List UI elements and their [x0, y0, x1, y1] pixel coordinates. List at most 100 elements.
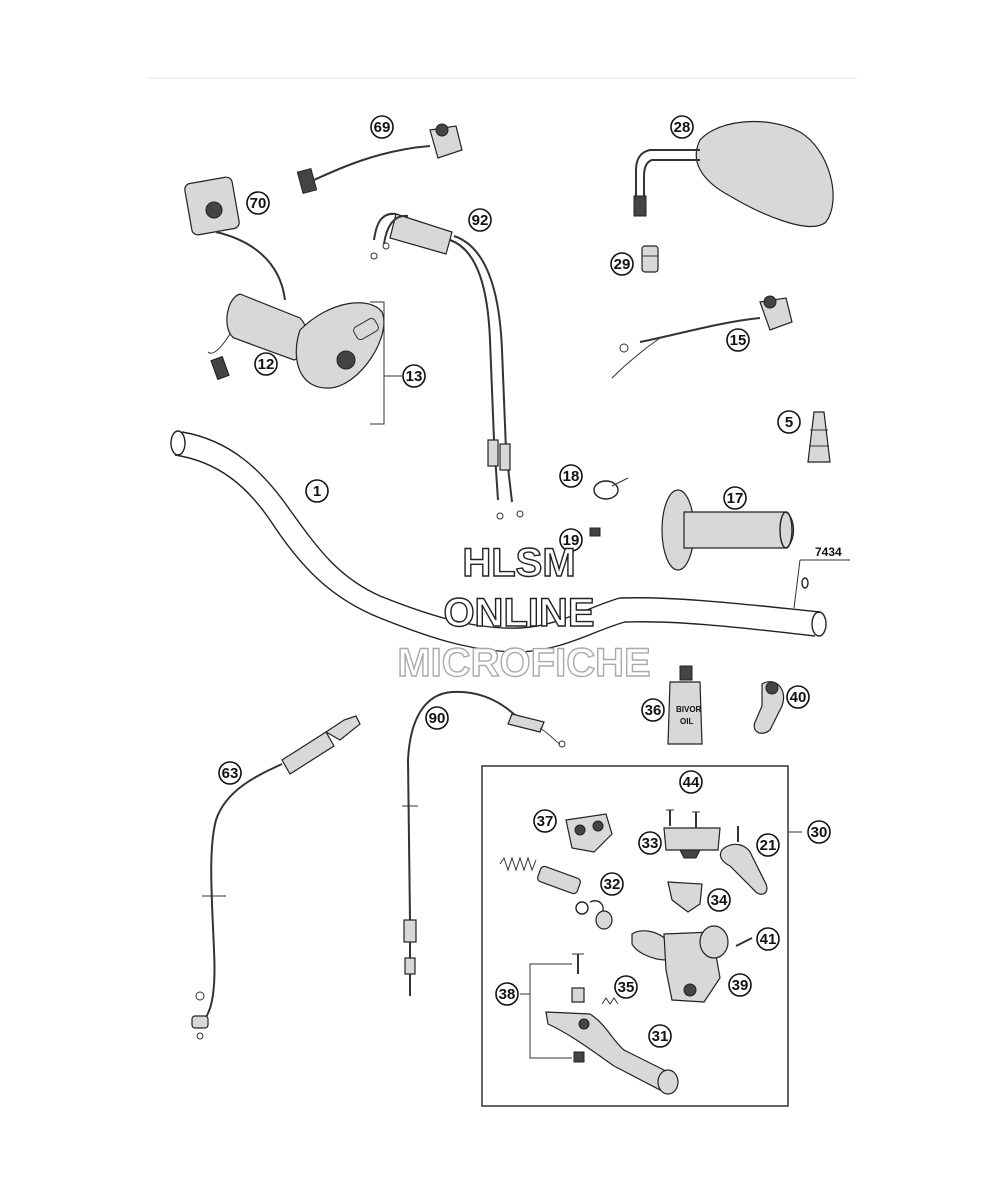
handlebar	[170, 430, 827, 653]
piston-32	[499, 856, 613, 930]
callout-number: 70	[250, 195, 267, 212]
callout-90: 90	[425, 706, 449, 730]
callout-92: 92	[468, 208, 492, 232]
callout-circle	[614, 975, 638, 999]
callout-circle	[726, 328, 750, 352]
throttle-switch	[184, 176, 286, 381]
callout-circle	[402, 364, 426, 388]
pivot-bolt-38	[520, 953, 585, 1063]
callout-circle	[559, 464, 583, 488]
clamp-40	[753, 681, 785, 734]
handlebar-plug	[801, 577, 809, 589]
oil-bottle: BIVOR OIL	[667, 665, 703, 745]
callout-number: 1	[313, 483, 321, 500]
watermark-line-1: HLSM	[462, 541, 575, 585]
callout-32: 32	[600, 872, 624, 896]
callout-circle	[610, 252, 634, 276]
throttle-grip	[226, 293, 385, 389]
callout-circle	[600, 872, 624, 896]
callout-circle	[670, 115, 694, 139]
callout-number: 21	[760, 837, 777, 854]
callout-35: 35	[614, 975, 638, 999]
rubber-boot-5	[807, 411, 831, 463]
callout-37: 37	[533, 809, 557, 833]
callout-circle	[370, 115, 394, 139]
callout-circle	[495, 982, 519, 1006]
callout-circle	[648, 1024, 672, 1048]
callout-number: 92	[472, 212, 489, 229]
callout-number: 5	[785, 414, 793, 431]
callout-33: 33	[638, 831, 662, 855]
callout-number: 40	[790, 689, 807, 706]
callout-number: 19	[563, 532, 580, 549]
oil-bottle-label-1: BIVOR	[676, 705, 702, 714]
callout-29: 29	[610, 252, 634, 276]
cover-33	[663, 827, 721, 859]
callout-number: 33	[642, 835, 659, 852]
callout-number: 17	[727, 490, 744, 507]
callout-circle	[218, 761, 242, 785]
callout-number: 69	[374, 119, 391, 136]
clutch-cable	[402, 690, 566, 996]
callout-70: 70	[246, 191, 270, 215]
callout-38: 38	[495, 982, 519, 1006]
callout-number: 37	[537, 813, 554, 830]
callout-12: 12	[254, 352, 278, 376]
callout-circle	[425, 706, 449, 730]
bracket-13	[370, 301, 402, 425]
callout-44: 44	[679, 770, 703, 794]
callout-circle	[786, 685, 810, 709]
mirror	[633, 120, 834, 227]
callout-number: 12	[258, 356, 275, 373]
callout-1: 1	[305, 479, 329, 503]
callout-number: 29	[614, 256, 631, 273]
watermark-line-3: MICROFICHE	[397, 641, 650, 685]
reference-code-marker: 7434	[793, 545, 850, 609]
callout-number: 38	[499, 986, 516, 1003]
callout-number: 44	[683, 774, 700, 791]
callout-36: 36	[641, 698, 665, 722]
callout-circle	[756, 833, 780, 857]
oil-bottle-label-2: OIL	[680, 717, 693, 726]
callout-circle	[533, 809, 557, 833]
callout-circle	[756, 927, 780, 951]
callout-39: 39	[728, 973, 752, 997]
master-cylinder-box	[481, 765, 802, 1107]
callout-30: 30	[807, 820, 831, 844]
callout-40: 40	[786, 685, 810, 709]
callout-circle	[641, 698, 665, 722]
callout-34: 34	[707, 888, 731, 912]
callout-circle	[777, 410, 801, 434]
callout-circle	[638, 831, 662, 855]
mirror-adapter-29	[641, 245, 659, 273]
callout-number: 30	[811, 824, 828, 841]
hot-start-cable	[191, 715, 361, 1040]
callout-circle	[679, 770, 703, 794]
callout-circle	[468, 208, 492, 232]
switch-15	[611, 295, 793, 379]
callout-number: 35	[618, 979, 635, 996]
callout-number: 32	[604, 876, 621, 893]
callout-number: 15	[730, 332, 747, 349]
callout-15: 15	[726, 328, 750, 352]
callout-circle	[723, 486, 747, 510]
callout-5: 5	[777, 410, 801, 434]
watermark-line-2: ONLINE	[443, 591, 594, 635]
callout-number: 18	[563, 468, 580, 485]
cable-tie-18	[593, 477, 629, 500]
callout-13: 13	[402, 364, 426, 388]
callout-69: 69	[370, 115, 394, 139]
callout-number: 13	[406, 368, 423, 385]
callout-number: 36	[645, 702, 662, 719]
callout-63: 63	[218, 761, 242, 785]
nut-19	[589, 527, 601, 537]
throttle-cables	[370, 212, 524, 520]
spring-35	[601, 997, 619, 1005]
callout-18: 18	[559, 464, 583, 488]
callout-circle	[807, 820, 831, 844]
callout-circle	[305, 479, 329, 503]
callout-circle	[559, 528, 583, 552]
callout-31: 31	[648, 1024, 672, 1048]
